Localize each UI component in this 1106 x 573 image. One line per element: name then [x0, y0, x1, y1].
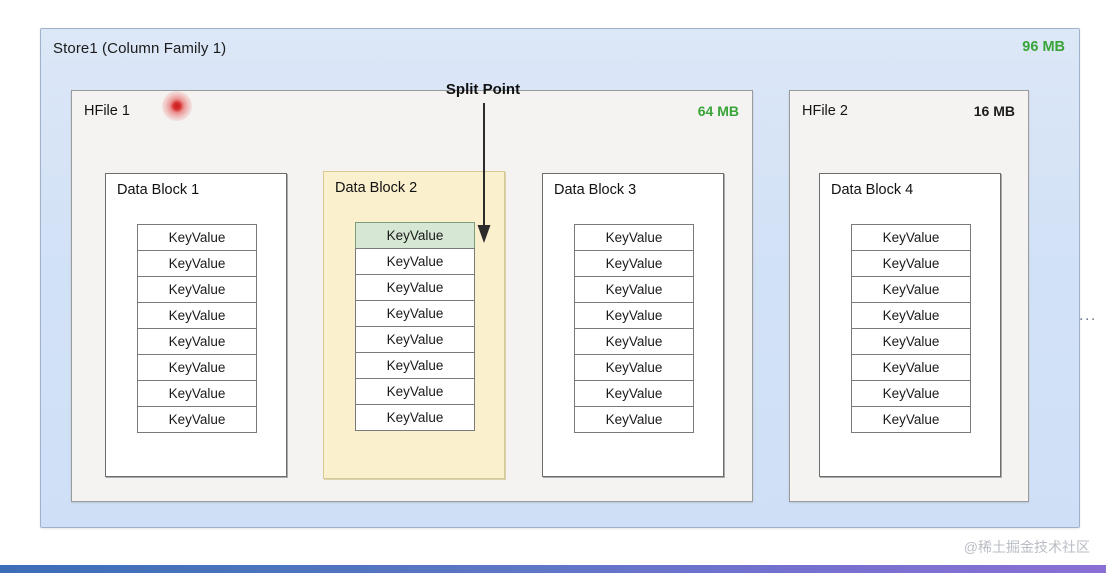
- keyvalue-row[interactable]: KeyValue: [851, 302, 971, 329]
- store-container: Store1 (Column Family 1) 96 MB HFile 1 64…: [40, 28, 1095, 528]
- keyvalue-row[interactable]: KeyValue: [851, 354, 971, 381]
- keyvalue-row[interactable]: KeyValue: [355, 352, 475, 379]
- keyvalue-row[interactable]: KeyValue: [574, 302, 694, 329]
- keyvalue-row-split-point[interactable]: KeyValue: [355, 222, 475, 249]
- keyvalue-row[interactable]: KeyValue: [574, 250, 694, 277]
- keyvalue-row[interactable]: KeyValue: [137, 380, 257, 407]
- hfile-title: HFile 1: [84, 103, 130, 119]
- split-point-label: Split Point: [445, 81, 521, 98]
- keyvalue-row[interactable]: KeyValue: [137, 406, 257, 433]
- keyvalue-row[interactable]: KeyValue: [574, 328, 694, 355]
- keyvalue-row[interactable]: KeyValue: [137, 302, 257, 329]
- keyvalue-row[interactable]: KeyValue: [137, 276, 257, 303]
- keyvalue-row[interactable]: KeyValue: [851, 380, 971, 407]
- data-block-title: Data Block 1: [117, 182, 200, 198]
- keyvalue-row[interactable]: KeyValue: [355, 378, 475, 405]
- hfile-size-badge: 16 MB: [973, 103, 1015, 119]
- hfile-title: HFile 2: [802, 103, 848, 119]
- keyvalue-row[interactable]: KeyValue: [355, 248, 475, 275]
- keyvalue-row[interactable]: KeyValue: [574, 380, 694, 407]
- keyvalue-row[interactable]: KeyValue: [851, 406, 971, 433]
- keyvalue-row[interactable]: KeyValue: [574, 224, 694, 251]
- data-block-title: Data Block 4: [831, 182, 914, 198]
- store-title: Store1 (Column Family 1): [53, 40, 227, 57]
- data-block-title: Data Block 3: [554, 182, 637, 198]
- keyvalue-row[interactable]: KeyValue: [574, 354, 694, 381]
- keyvalue-row[interactable]: KeyValue: [355, 300, 475, 327]
- store-size-badge: 96 MB: [1022, 39, 1065, 55]
- keyvalue-row[interactable]: KeyValue: [355, 274, 475, 301]
- keyvalue-row[interactable]: KeyValue: [355, 326, 475, 353]
- keyvalue-row[interactable]: KeyValue: [851, 250, 971, 277]
- data-block-title: Data Block 2: [335, 180, 418, 196]
- keyvalue-row[interactable]: KeyValue: [137, 328, 257, 355]
- bottom-accent-bar: [0, 565, 1106, 573]
- keyvalue-row[interactable]: KeyValue: [137, 354, 257, 381]
- keyvalue-row[interactable]: KeyValue: [574, 276, 694, 303]
- keyvalue-row[interactable]: KeyValue: [574, 406, 694, 433]
- keyvalue-row[interactable]: KeyValue: [137, 250, 257, 277]
- more-hfiles-ellipsis: ...: [1079, 307, 1097, 324]
- hfile-size-badge: 64 MB: [697, 103, 739, 119]
- keyvalue-row[interactable]: KeyValue: [851, 224, 971, 251]
- keyvalue-row[interactable]: KeyValue: [851, 276, 971, 303]
- watermark-text: @稀土掘金技术社区: [963, 539, 1090, 555]
- keyvalue-row[interactable]: KeyValue: [851, 328, 971, 355]
- keyvalue-row[interactable]: KeyValue: [137, 224, 257, 251]
- keyvalue-row[interactable]: KeyValue: [355, 404, 475, 431]
